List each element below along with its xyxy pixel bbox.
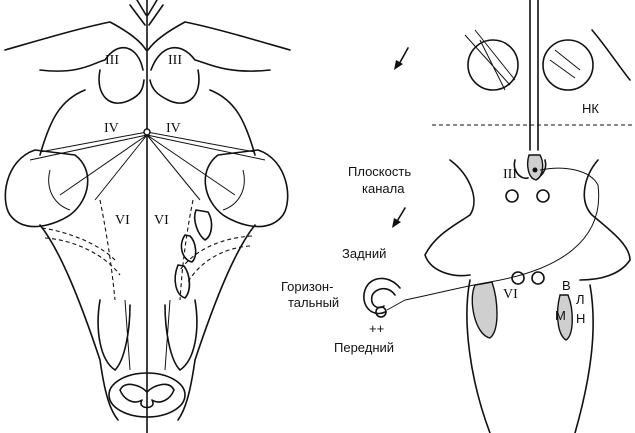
grey-matter [119, 383, 175, 409]
lobe-inner-right [222, 169, 245, 211]
dashed-vi-right [179, 199, 194, 301]
label-nucleus-6-left: VI [115, 213, 130, 228]
label-horizontal-line1: Горизон- [281, 279, 333, 294]
stem-outline-right [579, 159, 631, 281]
label-posterior: Задний [342, 246, 386, 261]
colliculus-left [98, 69, 145, 104]
label-vest-m: М [555, 308, 566, 323]
node-right-1 [536, 189, 550, 203]
nerve-trunk [529, 0, 539, 151]
nucleus-3-dot [532, 167, 538, 173]
label-nucleus-4-left: IV [104, 121, 119, 136]
lobe-inner-left [48, 169, 71, 211]
label-nucleus-3-left: III [105, 53, 119, 68]
lobe-left [4, 149, 89, 228]
colliculus-right [149, 69, 200, 104]
arrow-2-head [392, 218, 401, 228]
label-nk: НК [582, 101, 599, 116]
label-vest-n: Н [576, 311, 585, 326]
label-nucleus-3-right: III [168, 53, 182, 68]
medulla-right [177, 224, 256, 421]
medulla-outline-left [466, 279, 491, 433]
pyramid-left [97, 299, 131, 371]
canal-link [386, 299, 406, 311]
label-plane-line2: канала [362, 181, 405, 196]
eye-muscles [464, 29, 581, 91]
schematic-right-panel: НК Плоскость канала III Задний Горизон- … [281, 0, 635, 433]
vest-blob-3 [174, 264, 191, 299]
eyeball-left [467, 39, 519, 91]
node-left-2 [511, 271, 525, 285]
fiber-pathway [404, 167, 600, 301]
dashed-right-2 [187, 245, 251, 283]
label-vest-b: В [562, 278, 571, 293]
eyeball-right [542, 39, 594, 91]
dashed-right-1 [179, 235, 253, 271]
peduncle-right [209, 89, 256, 156]
vest-blob-1 [193, 209, 213, 241]
label-nucleus-4-right: IV [166, 121, 181, 136]
mid-contour-left [39, 46, 144, 72]
dashed-vi-left [99, 199, 116, 301]
label-vest-l: Л [576, 292, 585, 307]
canal-horizontal-inner [370, 287, 396, 309]
spinal-cord [108, 372, 186, 418]
peduncle-left [39, 89, 86, 156]
dashed-left-2 [44, 237, 121, 276]
label-nucleus-6: VI [503, 287, 518, 302]
pyramid-right [164, 299, 198, 371]
label-nucleus-6-right: VI [154, 213, 169, 228]
label-horizontal-line2: тальный [288, 295, 339, 310]
upper-contour-right [147, 21, 291, 51]
ampulla [375, 306, 387, 318]
iv-rays [29, 134, 266, 201]
pyramid-inner [124, 299, 171, 371]
label-anterior: Передний [334, 340, 394, 355]
label-plane-line1: Плоскость [348, 164, 411, 179]
mid-contour-right [150, 46, 271, 72]
upper-contour-left [4, 21, 147, 51]
brainstem-left-panel: III III IV IV VI VI [4, 0, 291, 433]
stem-outline-left [424, 159, 475, 277]
node-left-1 [505, 189, 519, 203]
nucleus-3-shape [527, 154, 544, 181]
vestibular-nuclei-shape [556, 294, 573, 341]
lobe-right [204, 149, 289, 228]
medulla-outline-right [574, 284, 594, 433]
vest-blob-2 [180, 234, 197, 263]
label-nucleus-3: III [503, 167, 517, 182]
arrow-1-head [394, 60, 403, 70]
dashed-left-1 [41, 227, 116, 261]
nucleus-6-shape [471, 281, 498, 339]
canal-horizontal [363, 277, 401, 315]
node-right-2 [531, 271, 545, 285]
iv-node [143, 128, 151, 136]
medulla-left [39, 224, 119, 421]
top-fibers [129, 0, 164, 26]
orbit-contour [591, 29, 631, 81]
label-plus-signs: ++ [369, 321, 384, 336]
